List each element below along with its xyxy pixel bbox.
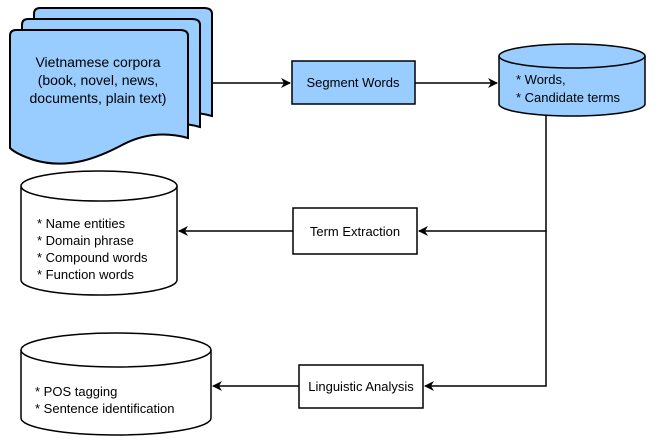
arrow-words-store-to-term-extraction	[418, 115, 547, 236]
analysis-store-line-2: * Sentence identification	[35, 401, 174, 416]
term-extraction-label: Term Extraction	[310, 224, 400, 239]
terms-store-top	[20, 170, 178, 202]
terms-store-body	[20, 186, 178, 296]
analysis-store-top	[20, 332, 212, 368]
corpora-line-1: Vietnamese corpora	[35, 54, 160, 70]
corpora-line-2: (book, novel, news,	[38, 72, 159, 88]
corpora-line-3: documents, plain text)	[30, 90, 167, 106]
words-store-cylinder: * Words, * Candidate terms	[498, 43, 646, 117]
words-store-body	[498, 56, 646, 117]
corpora-multidocument: Vietnamese corpora (book, novel, news, d…	[9, 7, 213, 165]
linguistic-analysis-box: Linguistic Analysis	[298, 364, 424, 409]
terms-store-cylinder: * Name entities * Domain phrase * Compou…	[20, 170, 178, 296]
words-store-line-1: * Words,	[516, 72, 566, 87]
segment-words-box: Segment Words	[291, 60, 416, 105]
words-store-line-2: * Candidate terms	[516, 90, 621, 105]
words-store-top	[498, 43, 646, 69]
term-extraction-box: Term Extraction	[292, 207, 418, 255]
terms-store-line-4: * Function words	[37, 267, 134, 282]
terms-store-line-2: * Domain phrase	[37, 233, 134, 248]
arrow-words-store-to-linguistic-analysis	[424, 231, 547, 391]
analysis-store-body	[20, 350, 212, 436]
linguistic-analysis-label: Linguistic Analysis	[308, 379, 414, 394]
analysis-store-cylinder: * POS tagging * Sentence identification	[20, 332, 212, 436]
terms-store-line-3: * Compound words	[37, 250, 148, 265]
document-layer-front	[9, 29, 189, 165]
segment-words-label: Segment Words	[307, 75, 400, 90]
terms-store-line-1: * Name entities	[37, 216, 126, 231]
analysis-store-line-1: * POS tagging	[35, 384, 117, 399]
